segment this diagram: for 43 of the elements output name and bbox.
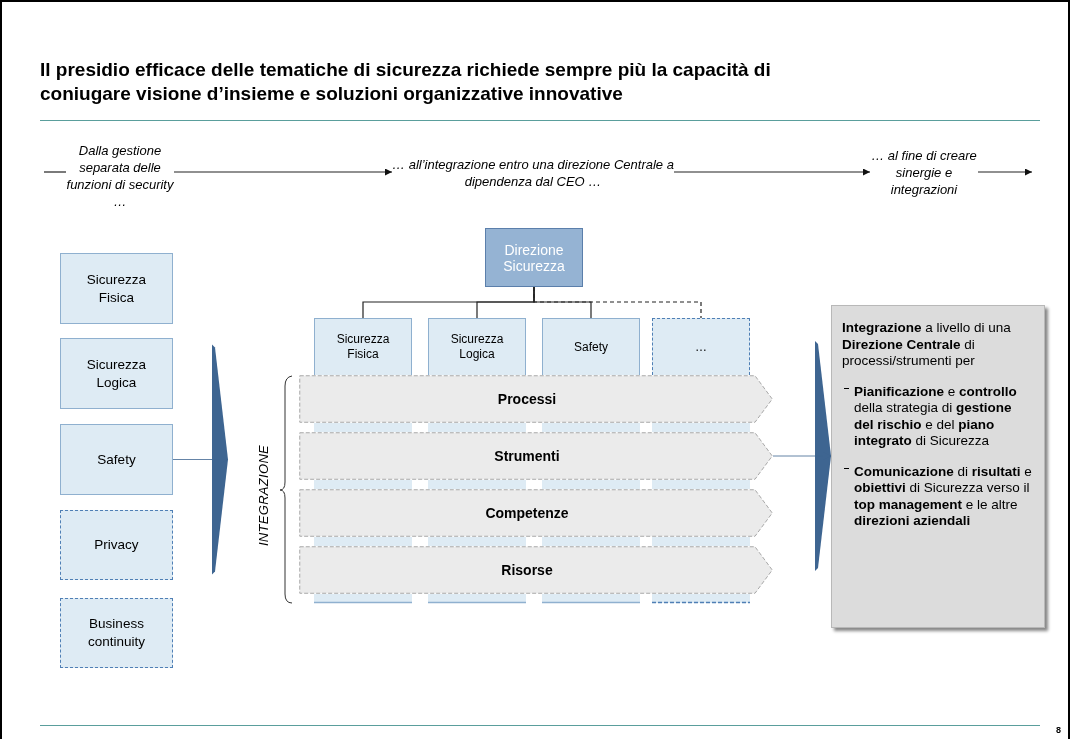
- page-number: 8: [1056, 725, 1061, 735]
- integration-band: [299, 489, 773, 537]
- function-column: [314, 318, 412, 375]
- summary-box: [831, 305, 1045, 628]
- box-label: Sicurezza Logica: [85, 355, 148, 392]
- connector-line: [43, 171, 67, 173]
- connector-line: [533, 286, 702, 319]
- integration-band: [299, 432, 773, 480]
- box-label: Business continuity: [86, 615, 146, 651]
- box-label: Safety: [97, 450, 136, 469]
- summary-paragraph: Pianificazione e controllo della strategia di gestione del rischio e del piano integrato di Sicurezza: [842, 383, 1034, 450]
- slide-title: Il presidio efficace delle tematiche di sicurezza richiede sempre più la capacità di coniugare visione d’insieme e soluzioni organizzative innovative: [40, 58, 772, 106]
- phase-caption: Dalla gestione separata delle funzioni di security …: [66, 142, 174, 210]
- integration-band: [299, 546, 773, 594]
- function-box: [60, 598, 173, 668]
- function-box: [60, 253, 173, 324]
- arrow: [173, 168, 393, 176]
- function-box: [60, 424, 173, 495]
- summary-paragraph: Integrazione a livello di una Direzione Centrale di processi/strumenti per: [842, 320, 1012, 370]
- function-column: [542, 318, 640, 375]
- band-label: Risorse: [501, 562, 553, 578]
- box-label: Privacy: [94, 536, 139, 554]
- function-box: [60, 510, 173, 580]
- box-label: Direzione Sicurezza: [502, 241, 566, 274]
- band-label: Strumenti: [494, 448, 560, 464]
- box-label: …: [695, 339, 707, 355]
- box-label: Sicurezza Fisica: [335, 332, 391, 362]
- integration-band: [299, 375, 773, 423]
- box-label: Sicurezza Fisica: [85, 270, 148, 307]
- box-label: Safety: [574, 339, 608, 355]
- summary-paragraph: Comunicazione di risultati e obiettivi di Sicurezza verso il top management e le altre direzioni aziendali: [842, 463, 1034, 530]
- arrow: [977, 168, 1033, 176]
- phase-caption: … al fine di creare sinergie e integrazioni: [870, 146, 978, 198]
- box-label: Sicurezza Logica: [449, 332, 505, 362]
- director-box: [485, 228, 583, 287]
- function-column: [652, 318, 750, 375]
- vertical-label: INTEGRAZIONE: [255, 443, 271, 549]
- band-label: Competenze: [485, 505, 569, 521]
- function-column: [428, 318, 526, 375]
- phase-caption: … all’integrazione entro una direzione Centrale a dipendenza dal CEO …: [392, 156, 674, 190]
- function-box: [60, 338, 173, 409]
- arrow: [673, 168, 871, 176]
- band-label: Processi: [497, 391, 557, 407]
